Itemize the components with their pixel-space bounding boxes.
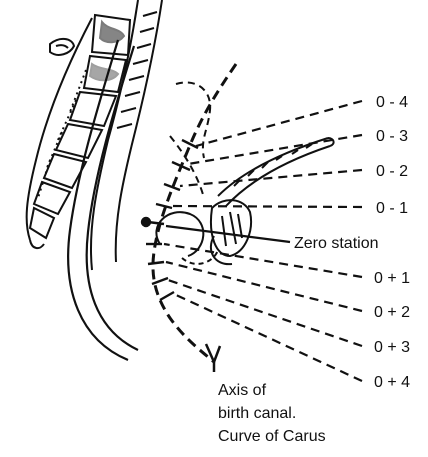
leader-0-4	[196, 101, 362, 146]
station-tick-0+4	[160, 292, 174, 300]
station-label-0-4: 0 - 4	[376, 94, 408, 111]
station-label-0-1: 0 - 1	[376, 200, 408, 217]
station-label-0+4: 0 + 4	[374, 374, 410, 391]
fetal-head-outline	[156, 212, 218, 264]
station-label-0-2: 0 - 2	[376, 163, 408, 180]
caption-line-3: Curve of Carus	[218, 428, 326, 445]
leader-0-1	[172, 206, 362, 207]
leader-0+4	[174, 294, 362, 381]
axis-caption: Axis of birth canal. Curve of Carus	[218, 382, 326, 445]
station-labels: 0 - 4 0 - 3 0 - 2 0 - 1 Zero station 0 +…	[294, 94, 410, 391]
station-label-zero: Zero station	[294, 235, 378, 252]
caption-line-2: birth canal.	[218, 405, 296, 422]
leader-0-3	[188, 135, 362, 164]
station-tick-0-4	[182, 140, 198, 148]
station-tick-0-2	[164, 184, 180, 190]
station-tick-0+2	[148, 262, 164, 264]
station-label-0+2: 0 + 2	[374, 304, 410, 321]
station-label-0+1: 0 + 1	[374, 270, 410, 287]
station-label-0-3: 0 - 3	[376, 128, 408, 145]
station-ticks	[142, 140, 198, 300]
station-label-0+3: 0 + 3	[374, 339, 410, 356]
caption-line-1: Axis of	[218, 382, 267, 399]
